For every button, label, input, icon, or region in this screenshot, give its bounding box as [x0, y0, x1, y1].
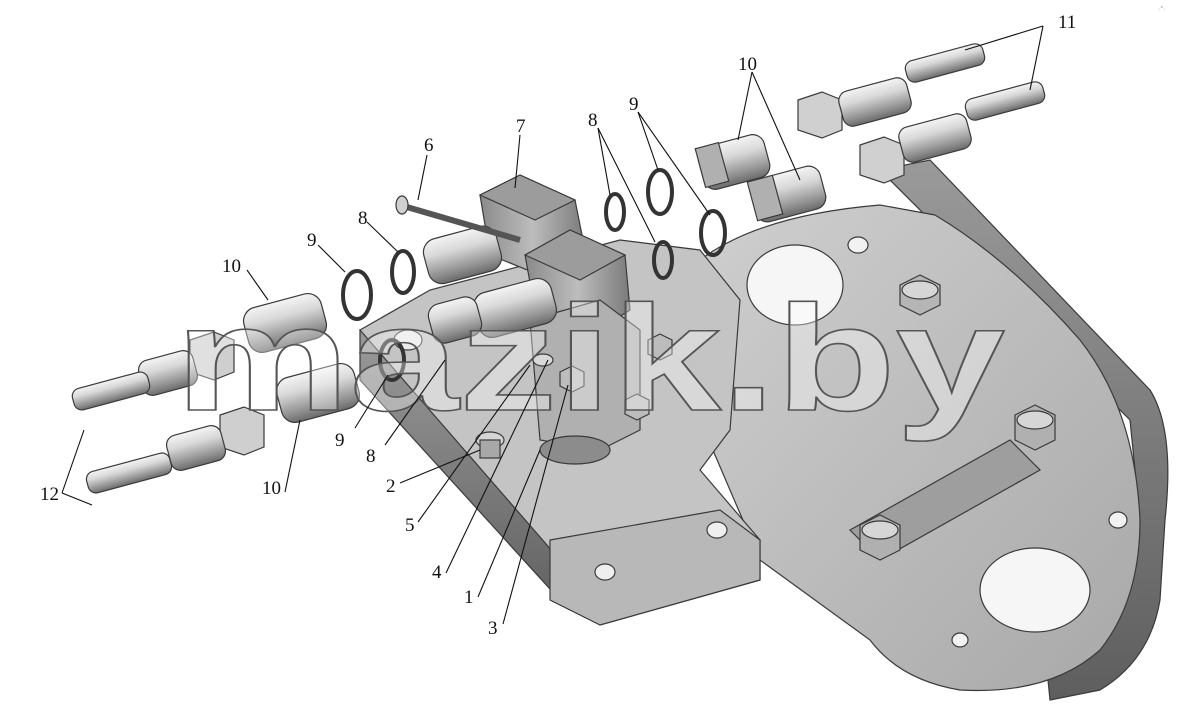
- hose-fitting-12-lower: [85, 406, 265, 494]
- mounting-bracket: [699, 159, 1169, 701]
- washer-4: [532, 353, 554, 367]
- valve-port-cylinder: [427, 296, 483, 344]
- callout-7: 7: [516, 116, 526, 137]
- callout-6: 6: [424, 135, 434, 156]
- bracket-large-hole-upper: [746, 244, 844, 326]
- callout-8-right: 8: [588, 110, 598, 131]
- callout-12: 12: [40, 484, 59, 505]
- callout-3: 3: [488, 618, 498, 639]
- adapter-10-left-upper: [242, 292, 328, 354]
- bracket-bolt: [899, 274, 941, 316]
- watermark-text: mazik.by: [175, 274, 1005, 442]
- seal-9-right: [646, 168, 674, 216]
- callout-10-lower: 10: [262, 478, 281, 499]
- callout-9-left: 9: [307, 230, 317, 251]
- nut-3: [559, 365, 585, 393]
- callout-4: 4: [432, 562, 442, 583]
- callout-labels: 11 10 9 8 7 6 8 9 10 9 8 10 12 2 5 4 1 3: [40, 12, 1076, 639]
- callout-2: 2: [386, 476, 396, 497]
- seal-9-left: [341, 269, 373, 321]
- seal-9-lower: [378, 338, 406, 382]
- o-ring-8-mid: [652, 240, 674, 280]
- bracket-small-hole: [847, 236, 869, 254]
- base-hole: [706, 521, 728, 539]
- nut-right-lower: [624, 393, 650, 421]
- bracket-bolt: [1014, 404, 1056, 451]
- bracket-small-hole: [1108, 511, 1128, 529]
- callout-8-left: 8: [358, 208, 368, 229]
- callout-10-left: 10: [222, 256, 241, 277]
- bracket-bolt: [859, 514, 901, 561]
- bracket-large-hole-lower: [979, 547, 1091, 633]
- callout-5: 5: [405, 515, 415, 536]
- callout-11: 11: [1058, 12, 1076, 33]
- hose-fitting-11-lower: [859, 81, 1046, 184]
- bolt-6: [395, 195, 521, 243]
- nut-right: [647, 333, 673, 361]
- callout-8-lower: 8: [366, 446, 376, 467]
- adapter-10-right-upper: [694, 134, 771, 190]
- hose-fitting-12-upper: [71, 331, 235, 411]
- corner-mark: ·°·: [1158, 5, 1165, 13]
- callout-1: 1: [464, 587, 474, 608]
- callout-10-right: 10: [738, 54, 757, 75]
- hose-fitting-11-upper: [797, 43, 986, 139]
- base-foot: [549, 509, 761, 626]
- bolt-2: [475, 431, 505, 459]
- o-ring-8-left: [390, 249, 416, 295]
- bracket-small-hole: [951, 632, 969, 648]
- o-ring-8-mid: [604, 192, 626, 232]
- valve-port-cylinder: [422, 225, 503, 285]
- valve-body-housing: [529, 299, 641, 465]
- callout-9-lower: 9: [335, 430, 345, 451]
- adapter-10-right-lower: [746, 165, 827, 223]
- callout-9-right: 9: [629, 94, 639, 115]
- base-hole: [594, 563, 616, 581]
- leader-lines: [61, 25, 1044, 625]
- seal-9-right: [699, 209, 727, 257]
- adapter-10-left-lower: [275, 362, 361, 424]
